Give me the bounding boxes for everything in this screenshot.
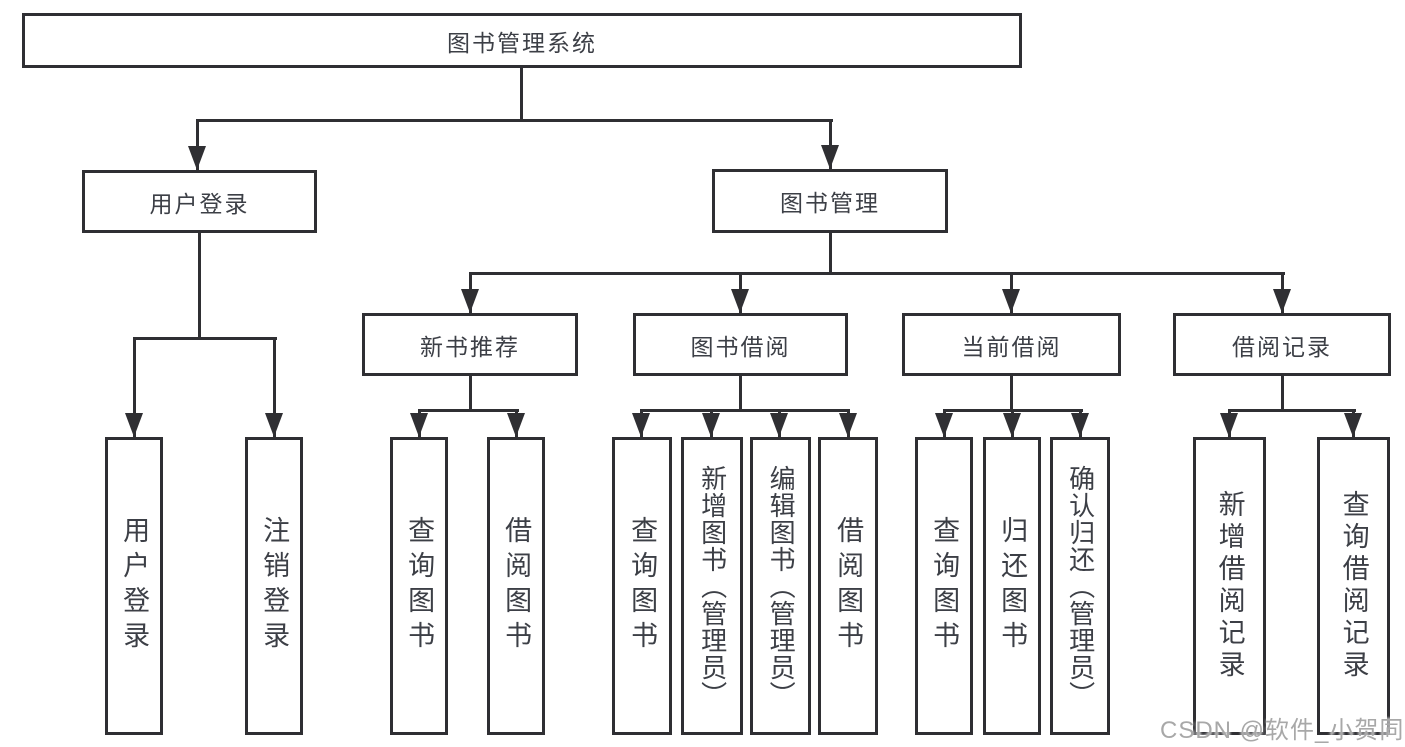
arrow-down-icon [188, 146, 206, 170]
connector-line [1010, 376, 1013, 410]
arrow-down-icon [702, 413, 720, 437]
leaf-node-label: 编辑图书（管理员） [766, 464, 797, 708]
leaf-node-query-borrow-record: 查询借阅记录 [1317, 437, 1390, 735]
arrow-down-icon [265, 413, 283, 437]
connector-line [469, 272, 1285, 275]
group-node-label: 图书借阅 [690, 333, 791, 360]
arrow-down-icon [935, 413, 953, 437]
arrow-down-icon [1002, 289, 1020, 313]
leaf-node-label: 借阅图书 [833, 516, 864, 656]
leaf-node-label: 用户登录 [119, 516, 150, 656]
group-node-borrow-records: 借阅记录 [1173, 313, 1391, 376]
connector-line [133, 337, 136, 437]
leaf-node-user-login: 用户登录 [105, 437, 163, 735]
leaf-node-query-books-borrow: 查询图书 [612, 437, 672, 735]
arrow-down-icon [1071, 413, 1089, 437]
arrow-down-icon [632, 413, 650, 437]
leaf-node-label: 注销登录 [259, 516, 290, 656]
connector-line [739, 376, 742, 410]
connector-line [418, 409, 519, 412]
connector-line [133, 337, 277, 340]
connector-line [196, 119, 833, 122]
leaf-node-label: 借阅图书 [501, 516, 532, 656]
group-node-label: 当前借阅 [961, 333, 1062, 360]
group-node-current-borrow: 当前借阅 [902, 313, 1121, 376]
branch-node-user-login: 用户登录 [82, 170, 317, 233]
leaf-node-borrow-books-recommend: 借阅图书 [487, 437, 545, 735]
arrow-down-icon [125, 413, 143, 437]
group-node-label: 新书推荐 [420, 333, 520, 360]
leaf-node-borrow-books: 借阅图书 [818, 437, 878, 735]
connector-line [198, 233, 201, 338]
arrow-down-icon [1220, 413, 1238, 437]
group-node-book-borrow: 图书借阅 [633, 313, 848, 376]
connector-line [469, 376, 472, 410]
connector-line [520, 68, 523, 120]
connector-line [273, 337, 276, 437]
arrow-down-icon [1273, 289, 1291, 313]
arrow-down-icon [770, 413, 788, 437]
leaf-node-confirm-return-admin: 确认归还（管理员） [1050, 437, 1110, 735]
leaf-node-add-borrow-record: 新增借阅记录 [1193, 437, 1266, 735]
arrow-down-icon [410, 413, 428, 437]
arrow-down-icon [731, 289, 749, 313]
leaf-node-query-books-current: 查询图书 [915, 437, 973, 735]
arrow-down-icon [839, 413, 857, 437]
branch-node-label: 用户登录 [149, 190, 250, 217]
leaf-node-add-books-admin: 新增图书（管理员） [681, 437, 743, 735]
leaf-node-label: 归还图书 [997, 516, 1028, 656]
leaf-node-label: 新增图书（管理员） [697, 464, 728, 708]
leaf-node-label: 查询图书 [627, 516, 658, 656]
arrow-down-icon [1344, 413, 1362, 437]
group-node-label: 借阅记录 [1232, 333, 1332, 360]
leaf-node-return-books: 归还图书 [983, 437, 1041, 735]
connector-line [196, 119, 199, 170]
arrow-down-icon [821, 145, 839, 169]
connector-line [1281, 376, 1284, 410]
leaf-node-label: 确认归还（管理员） [1065, 464, 1096, 708]
arrow-down-icon [1003, 413, 1021, 437]
branch-node-label: 图书管理 [780, 190, 880, 216]
leaf-node-label: 新增借阅记录 [1214, 490, 1245, 682]
connector-line [829, 233, 832, 273]
connector-line [1228, 409, 1356, 412]
watermark: CSDN @软件_小贺同学 [1160, 717, 1405, 744]
leaf-node-logout: 注销登录 [245, 437, 303, 735]
leaf-node-label: 查询借阅记录 [1338, 490, 1369, 682]
arrow-down-icon [507, 413, 525, 437]
branch-node-book-management: 图书管理 [712, 169, 948, 233]
root-node-label: 图书管理系统 [447, 29, 597, 56]
group-node-new-book-recommend: 新书推荐 [362, 313, 578, 376]
connector-line [640, 409, 850, 412]
leaf-node-label: 查询图书 [929, 516, 960, 656]
connector-line [829, 119, 832, 170]
leaf-node-edit-books-admin: 编辑图书（管理员） [750, 437, 811, 735]
root-node: 图书管理系统 [22, 13, 1022, 68]
leaf-node-query-books-recommend: 查询图书 [390, 437, 448, 735]
leaf-node-label: 查询图书 [404, 516, 435, 656]
arrow-down-icon [461, 289, 479, 313]
